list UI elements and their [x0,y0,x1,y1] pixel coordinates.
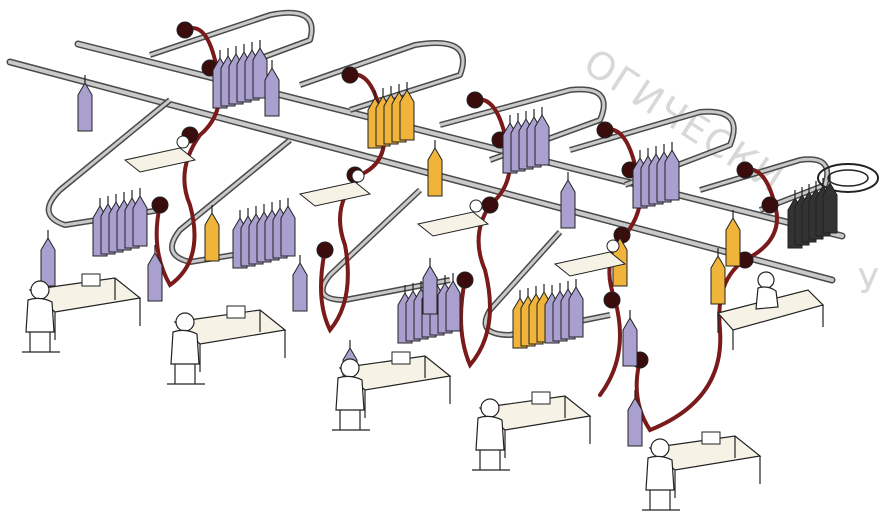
worker-chair-4 [642,490,680,510]
worker-at-desk-0 [22,274,140,352]
single-garment-body-7 [293,263,307,311]
group-h-garment-3 [569,279,583,337]
single-garment-body-2 [428,148,442,196]
group-e-garment-body-6 [446,281,460,331]
drive-chain-3-sprocket-0 [467,92,483,108]
worker-head-2 [341,359,359,377]
group-d-garment-body-4 [400,90,414,140]
group-c-garment-body-6 [281,206,295,256]
back-desk-top-1 [300,182,370,206]
single-garment-10 [726,210,740,266]
worker-chair-0 [22,332,60,352]
worker-chair-1 [167,364,205,384]
group-c-garment-6 [281,198,295,256]
sewing-machine-0 [82,274,100,286]
worker-at-desk-3 [472,392,590,470]
back-worker-head-0 [177,136,189,148]
single-garment-4 [711,248,725,304]
worker-head-1 [176,313,194,331]
inspector-body [756,287,778,309]
back-worker-head-1 [352,170,364,182]
back-worker-head-3 [607,240,619,252]
single-garment-body-10 [726,218,740,266]
single-garment-13 [623,310,637,366]
back-desk-1 [300,170,370,206]
drive-chain-1-sprocket-3 [152,197,168,213]
worker-body-3 [476,416,504,450]
worker-head-4 [651,439,669,457]
drive-chain-2-sprocket-0 [342,67,358,83]
worker-head-3 [481,399,499,417]
worker-at-desk-1 [167,306,285,384]
drive-chain-5 [637,169,777,430]
single-garment-body-13 [623,318,637,366]
single-garment-body-3 [561,180,575,228]
drive-chain-4-sprocket-0 [597,122,613,138]
worker-chair-3 [472,450,510,470]
single-garment-5 [41,230,55,286]
single-garment-body-11 [205,213,219,261]
inspection-station [718,272,823,350]
single-garment-2 [428,140,442,196]
worker-body-4 [646,456,674,490]
worker-chair-2 [332,410,370,430]
drive-chain-5-sprocket-1 [762,197,778,213]
group-f-garment-body-4 [535,115,549,165]
drive-chain-3-sprocket-2 [482,197,498,213]
sewing-machine-4 [702,432,720,444]
drive-chain-1-sprocket-0 [177,22,193,38]
worker-at-desk-2 [332,352,450,430]
inspector-head [758,272,774,288]
single-garment-11 [205,205,219,261]
drive-chain-4-sprocket-3 [604,292,620,308]
back-worker-head-2 [470,200,482,212]
worker-body-1 [171,330,199,364]
drive-chain-3-sprocket-3 [457,272,473,288]
single-garment-8 [423,258,437,314]
worker-body-0 [26,298,54,332]
storage-spiral-inner [828,170,868,186]
drive-chain-2-sprocket-3 [317,242,333,258]
group-i-garment-body-4 [665,150,679,200]
single-garment-3 [561,172,575,228]
drive-chain-5-sprocket-0 [737,162,753,178]
single-garment-14 [628,390,642,446]
single-garment-body-5 [41,238,55,286]
single-garment-7 [293,255,307,311]
single-garment-body-0 [78,83,92,131]
group-i-garment-4 [665,142,679,200]
worker-at-desk-4 [642,432,760,510]
worker-head-0 [31,281,49,299]
worker-body-2 [336,376,364,410]
sewing-machine-1 [227,306,245,318]
single-garment-body-4 [711,256,725,304]
group-a-garment-5 [133,188,147,246]
sewing-machine-3 [532,392,550,404]
group-j-garment-body-5 [823,183,837,233]
single-garment-body-8 [423,266,437,314]
group-f-garment-4 [535,107,549,165]
group-h-garment-body-3 [569,287,583,337]
sewing-machine-2 [392,352,410,364]
group-a-garment-body-5 [133,196,147,246]
